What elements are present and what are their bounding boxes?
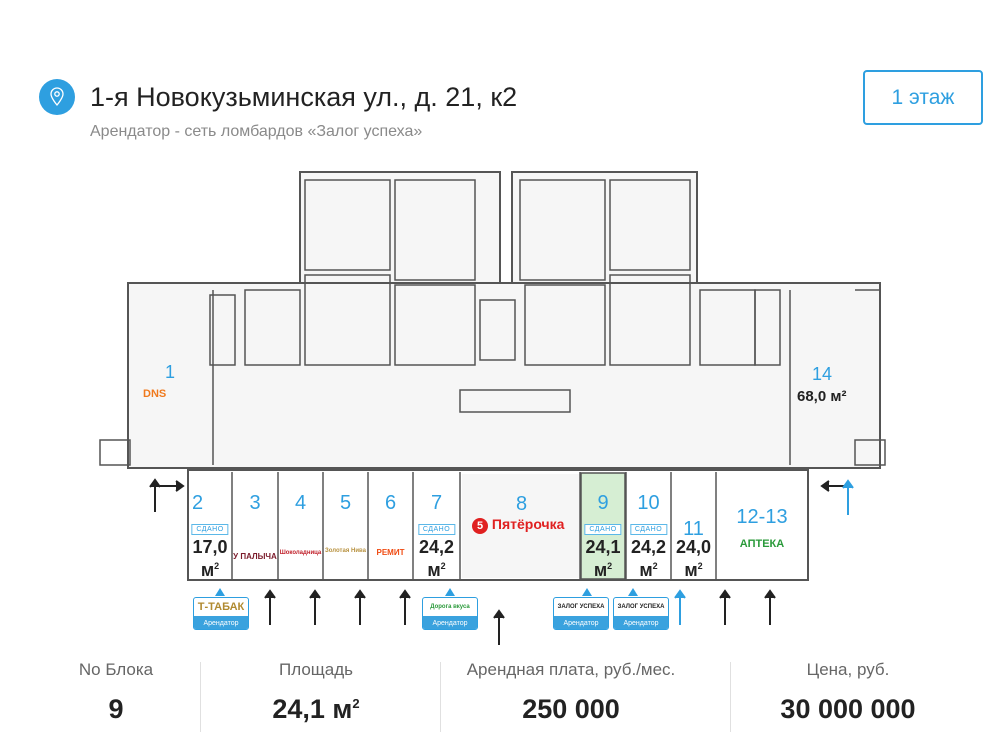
pyaterochka-logo: 5 Пятёрочка xyxy=(472,516,564,534)
block-3[interactable]: 3 У ПАЛЫЧА xyxy=(233,492,277,561)
floor-plan xyxy=(99,171,886,645)
divider xyxy=(440,662,441,732)
tenant-marker xyxy=(215,588,225,596)
rented-badge: СДАНО xyxy=(584,524,622,535)
block-6[interactable]: 6 РЕМИТ xyxy=(376,492,405,557)
rented-badge: СДАНО xyxy=(417,524,456,535)
block-12-13[interactable]: 12-13 АПТЕКА xyxy=(736,506,788,550)
stat-price: Цена, руб.30 000 000 xyxy=(780,660,916,724)
tenant-marker xyxy=(445,588,455,596)
block-4[interactable]: 4 Шоколадница xyxy=(279,492,322,556)
map-pin-icon xyxy=(39,79,75,115)
floor-select-button[interactable]: 1 этаж xyxy=(863,70,983,125)
page-title: 1-я Новокузьминская ул., д. 21, к2 xyxy=(90,82,518,112)
rented-badge: СДАНО xyxy=(191,524,229,535)
entrance-arrows xyxy=(149,478,845,645)
divider xyxy=(200,662,201,732)
block-14-number[interactable]: 14 xyxy=(812,364,833,384)
divider xyxy=(730,662,731,732)
tenant-marker xyxy=(582,588,592,596)
block-14-area: 68,0 м² xyxy=(797,388,847,405)
rented-badge: СДАНО xyxy=(629,524,668,535)
stat-rent: Арендная плата, руб./мес.250 000 xyxy=(466,660,676,724)
block-5[interactable]: 5 Золотая Нива xyxy=(325,492,366,554)
page-subtitle: Арендатор - сеть ломбардов «Залог успеха… xyxy=(90,123,423,140)
block-8-number[interactable]: 8 xyxy=(516,493,528,515)
block-1-number[interactable]: 1 xyxy=(165,362,176,382)
tenant-marker xyxy=(628,588,638,596)
dns-logo: DNS xyxy=(143,388,167,400)
